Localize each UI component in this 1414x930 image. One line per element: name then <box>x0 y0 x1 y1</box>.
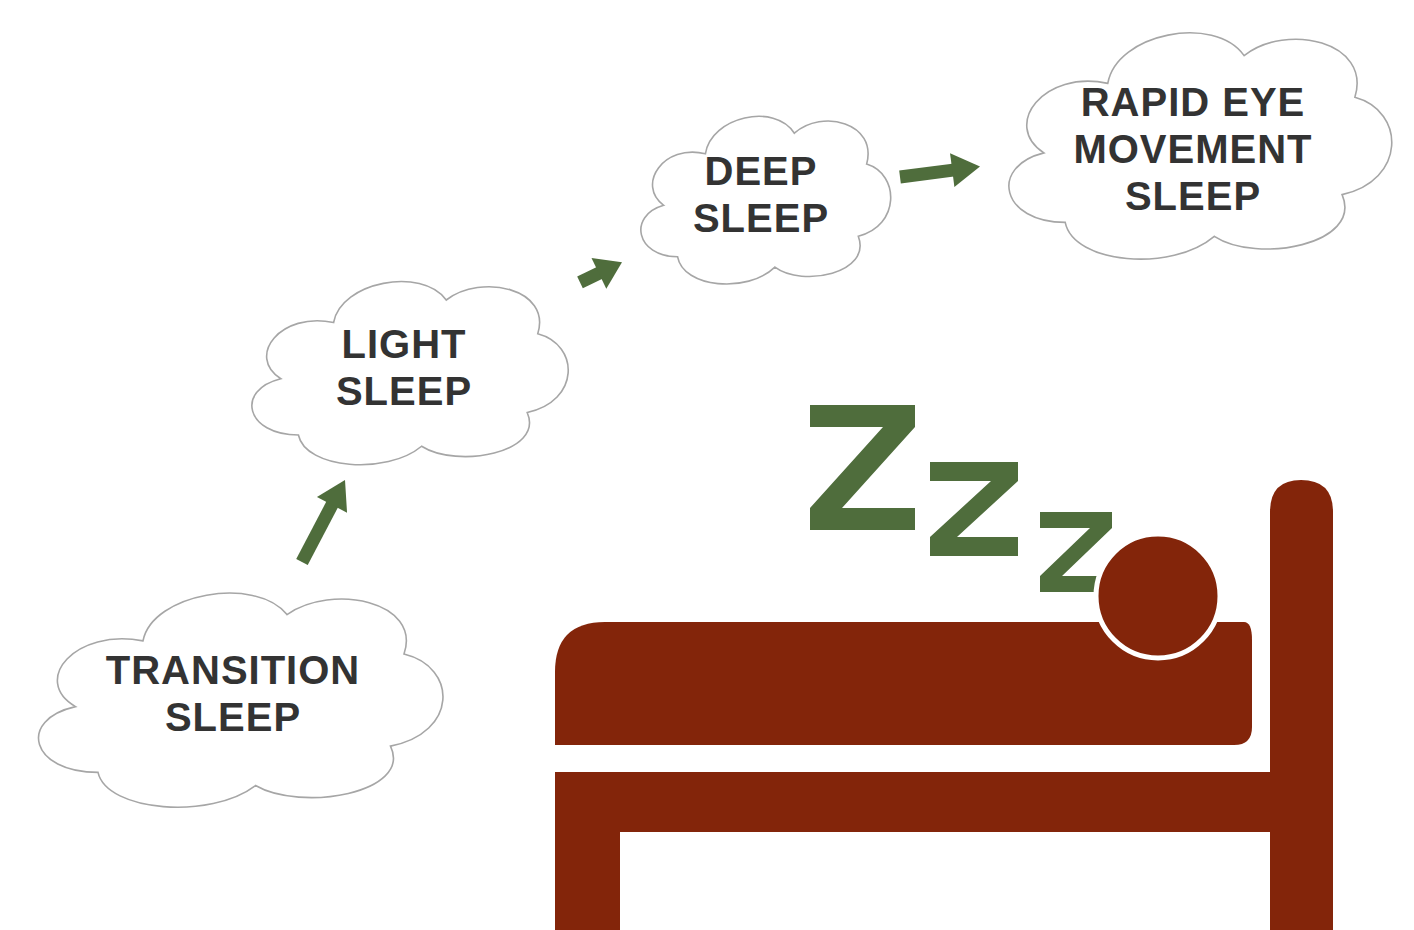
arrow-head <box>950 153 980 187</box>
progress-arrow <box>302 480 347 562</box>
arrow-shaft <box>900 170 955 177</box>
cloud-outline <box>8 562 458 825</box>
arrow-head <box>592 258 622 289</box>
cloud-node: TRANSITION SLEEP <box>8 562 458 825</box>
progress-arrow <box>580 258 622 289</box>
cloud-text-area: DEEP SLEEP <box>622 92 900 298</box>
cloud-text-area: RAPID EYE MOVEMENT SLEEP <box>980 0 1406 278</box>
arrow-shaft <box>302 502 333 562</box>
arrow-head <box>317 480 347 513</box>
cloud-node: LIGHT SLEEP <box>228 255 580 480</box>
headboard-post <box>1270 480 1333 930</box>
progress-arrow <box>900 153 980 187</box>
stage-label: DEEP SLEEP <box>661 148 861 242</box>
cloud-text-area: LIGHT SLEEP <box>228 255 580 480</box>
sleeper-head <box>1096 534 1220 658</box>
cloud-shape <box>39 593 443 807</box>
bed-leg <box>555 772 620 930</box>
cloud-text-area: TRANSITION SLEEP <box>8 562 458 825</box>
cloud-node: RAPID EYE MOVEMENT SLEEP <box>980 0 1406 278</box>
z-symbol <box>810 405 915 530</box>
snore-symbols <box>810 405 1112 592</box>
cloud-node: DEEP SLEEP <box>622 92 900 298</box>
cloud-outline <box>228 255 580 480</box>
stage-label: RAPID EYE MOVEMENT SLEEP <box>1063 79 1323 220</box>
cloud-shape <box>252 282 568 465</box>
bed-frame <box>555 772 1333 832</box>
stage-label: LIGHT SLEEP <box>304 321 504 415</box>
cloud-shape <box>641 116 891 284</box>
stage-label: TRANSITION SLEEP <box>83 647 383 741</box>
z-symbol <box>930 462 1018 556</box>
cloud-outline <box>622 92 900 298</box>
cloud-shape <box>1009 33 1392 259</box>
arrow-shaft <box>580 272 601 282</box>
